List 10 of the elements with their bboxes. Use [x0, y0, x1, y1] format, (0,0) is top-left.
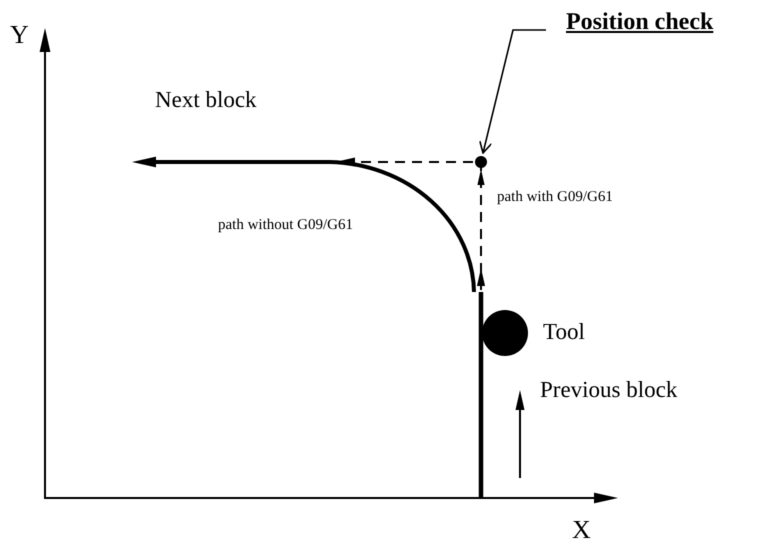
callout-heading: Position check [566, 10, 714, 34]
path-label: path with G09/G61 [497, 190, 613, 205]
axis-label: Y [10, 22, 29, 48]
tool-label: Tool [543, 320, 585, 343]
leader-line [478, 29, 546, 154]
position-dot [475, 156, 487, 168]
direction-label: Previous block [540, 378, 678, 401]
axis-label: X [572, 517, 591, 543]
path-label: Next block [155, 88, 257, 111]
path-label: path without G09/G61 [218, 218, 353, 233]
